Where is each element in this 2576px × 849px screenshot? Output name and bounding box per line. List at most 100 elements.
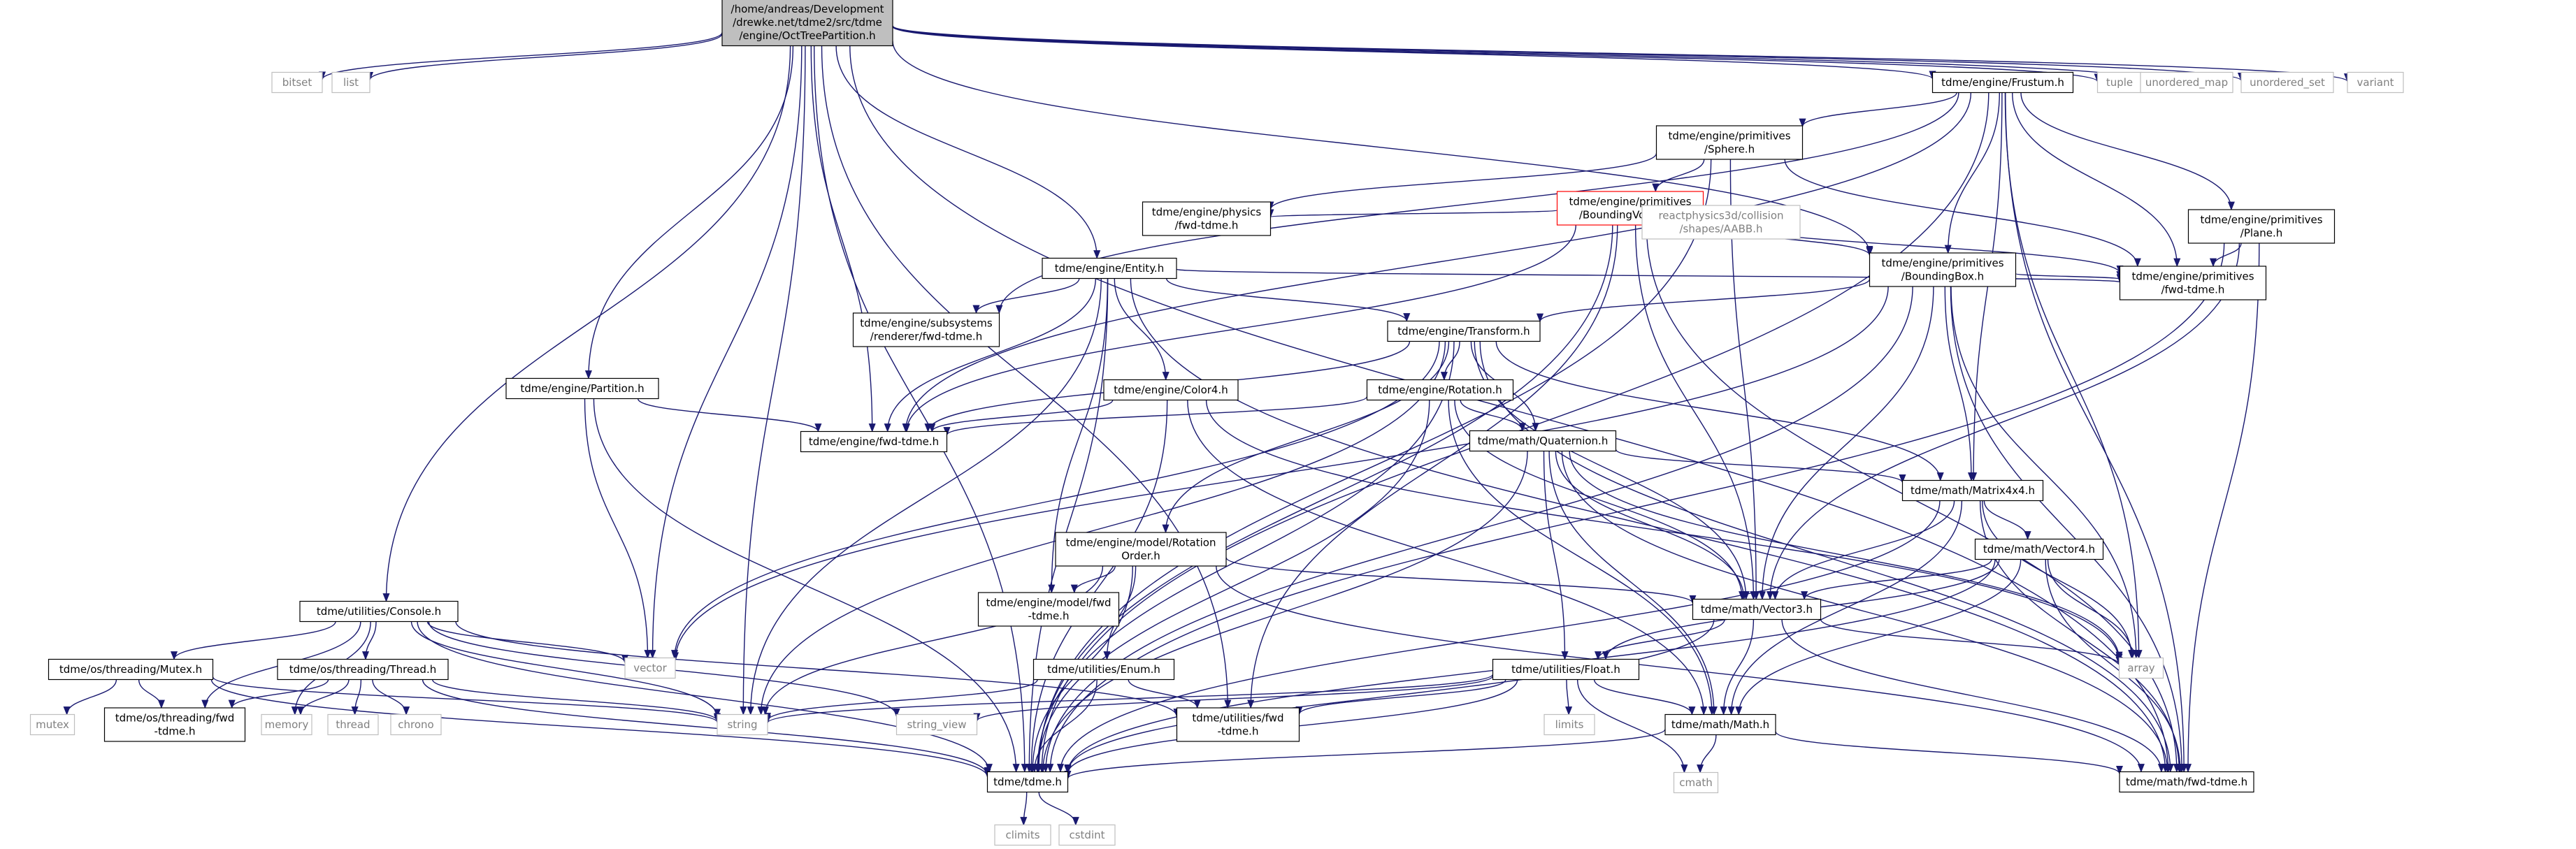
edge — [1205, 400, 2123, 663]
edge — [1495, 341, 1944, 481]
edge — [2005, 92, 2188, 773]
edge-rotorder-to-enum — [1103, 565, 1137, 660]
node-label: climits — [1005, 829, 1039, 841]
node-box — [1387, 320, 1541, 342]
edge — [902, 92, 1972, 433]
edge-rotation-to-quat — [1460, 400, 1526, 432]
edge — [1070, 565, 1116, 594]
node-thrfwd[interactable]: tdme/os/threading/fwd-tdme.h — [103, 707, 246, 742]
node-modelfwd[interactable]: tdme/engine/model/fwd-tdme.h — [977, 592, 1120, 627]
edge — [1781, 619, 2165, 773]
node-label: tdme/engine/Entity.h — [1055, 262, 1164, 275]
node-box — [2096, 71, 2143, 94]
node-mutex-h[interactable]: tdme/os/threading/Mutex.h — [48, 658, 214, 681]
node-color4[interactable]: tdme/engine/Color4.h — [1103, 379, 1239, 401]
node-mathfwd[interactable]: tdme/math/fwd-tdme.h — [2119, 771, 2254, 793]
node-box — [895, 713, 978, 736]
edge — [1440, 341, 1460, 381]
node-thread-h[interactable]: tdme/os/threading/Thread.h — [277, 658, 449, 681]
node-float[interactable]: tdme/utilities/Float.h — [1492, 658, 1640, 681]
node-label: thread — [336, 718, 370, 731]
node-label: tdme/utilities/fwd — [1192, 712, 1283, 725]
node-box — [2347, 71, 2404, 94]
node-plane[interactable]: tdme/engine/primitives/Plane.h — [2187, 209, 2336, 244]
node-label: tdme/engine/model/fwd — [986, 597, 1111, 609]
node-rotation[interactable]: tdme/engine/Rotation.h — [1366, 379, 1514, 401]
edge-vec3-to-tdme — [1064, 619, 1715, 774]
edge-thread_h-to-chrono — [372, 679, 410, 716]
node-box — [331, 71, 370, 94]
node-label: tdme/os/threading/fwd — [115, 712, 235, 725]
node-unordered-map: unordered_map — [2140, 71, 2233, 94]
node-box — [1469, 430, 1617, 452]
node-physfwd[interactable]: tdme/engine/physics/fwd-tdme.h — [1142, 201, 1272, 236]
node-tdme[interactable]: tdme/tdme.h — [986, 771, 1069, 793]
node-box — [986, 771, 1069, 793]
node-vector: vector — [624, 657, 676, 679]
node-box — [1664, 713, 1776, 736]
node-label: tdme/engine/primitives — [1881, 257, 2003, 270]
node-console[interactable]: tdme/utilities/Console.h — [299, 600, 459, 623]
node-box — [1058, 824, 1116, 846]
node-primfwd[interactable]: tdme/engine/primitives/fwd-tdme.h — [2119, 266, 2267, 300]
node-label: -tdme.h — [1218, 725, 1259, 738]
edge — [63, 679, 117, 716]
node-limits: limits — [1544, 713, 1595, 736]
edge-frustum-to-sphere — [1799, 92, 1957, 128]
edge-mat44-to-vec4 — [1983, 500, 2031, 540]
edge — [1474, 341, 1750, 600]
node-bbox[interactable]: tdme/engine/primitives/BoundingBox.h — [1869, 252, 2017, 287]
edge — [1720, 619, 1755, 716]
edge — [2047, 559, 2136, 659]
node-subsys[interactable]: tdme/engine/subsystems/renderer/fwd-tdme… — [852, 312, 1000, 347]
node-box — [2119, 266, 2267, 300]
node-box — [1055, 532, 1227, 567]
edge-enum-to-utilfwd — [1128, 679, 1201, 709]
node-tuple: tuple — [2096, 71, 2143, 94]
edge-entity-to-enginefwd — [884, 278, 1096, 433]
edge — [2020, 92, 2235, 211]
node-enum[interactable]: tdme/utilities/Enum.h — [1032, 658, 1175, 681]
edge-transform-to-rotation — [1440, 341, 1460, 381]
edge — [417, 621, 993, 773]
node-box — [1974, 538, 2104, 560]
node-sphere[interactable]: tdme/engine/primitives/Sphere.h — [1655, 125, 1804, 160]
edge-frustum-to-primfwd — [2012, 92, 2181, 268]
node-vec4[interactable]: tdme/math/Vector4.h — [1974, 538, 2104, 560]
node-math[interactable]: tdme/math/Math.h — [1664, 713, 1776, 736]
node-vec3[interactable]: tdme/math/Vector3.h — [1692, 598, 1822, 621]
edge-transform-to-tdme — [1033, 341, 1455, 773]
node-box — [505, 377, 659, 400]
node-box — [717, 713, 768, 736]
node-label: reactphysics3d/collision — [1658, 210, 1783, 222]
edge-quat-to-mat44 — [1615, 449, 1906, 484]
edge — [296, 679, 350, 716]
node-label: tdme/engine/Partition.h — [520, 382, 644, 395]
edge-mat44-to-math — [1727, 500, 1963, 716]
edge — [1555, 451, 1748, 600]
node-utilfwd[interactable]: tdme/utilities/fwd-tdme.h — [1176, 707, 1300, 742]
edge-vec4-to-mathfwd — [2045, 559, 2184, 773]
edge — [892, 26, 2101, 82]
node-partition[interactable]: tdme/engine/Partition.h — [505, 377, 659, 400]
node-frustum[interactable]: tdme/engine/Frustum.h — [1931, 71, 2074, 94]
node-label: /Plane.h — [2240, 227, 2282, 240]
node-label: tdme/engine/model/Rotation — [1065, 537, 1216, 549]
edge — [637, 398, 822, 433]
edge — [761, 565, 1104, 716]
node-mat44[interactable]: tdme/math/Matrix4x4.h — [1901, 479, 2044, 502]
node-box — [1869, 252, 2017, 287]
edge-layer — [63, 25, 2351, 826]
edge-plane-to-primfwd — [2209, 242, 2242, 268]
edge — [1166, 278, 1411, 322]
edge — [1048, 278, 1109, 594]
edge-float-to-cmath — [1576, 679, 1688, 774]
node-entity[interactable]: tdme/engine/Entity.h — [1042, 257, 1177, 280]
node-transform[interactable]: tdme/engine/Transform.h — [1387, 320, 1541, 342]
node-enginefwd[interactable]: tdme/engine/fwd-tdme.h — [800, 430, 948, 453]
edge-rotation-to-math — [1448, 400, 1715, 716]
node-quat[interactable]: tdme/math/Quaternion.h — [1469, 430, 1617, 452]
node-box — [261, 713, 312, 736]
edge-float-to-utilfwd — [1295, 679, 1506, 716]
